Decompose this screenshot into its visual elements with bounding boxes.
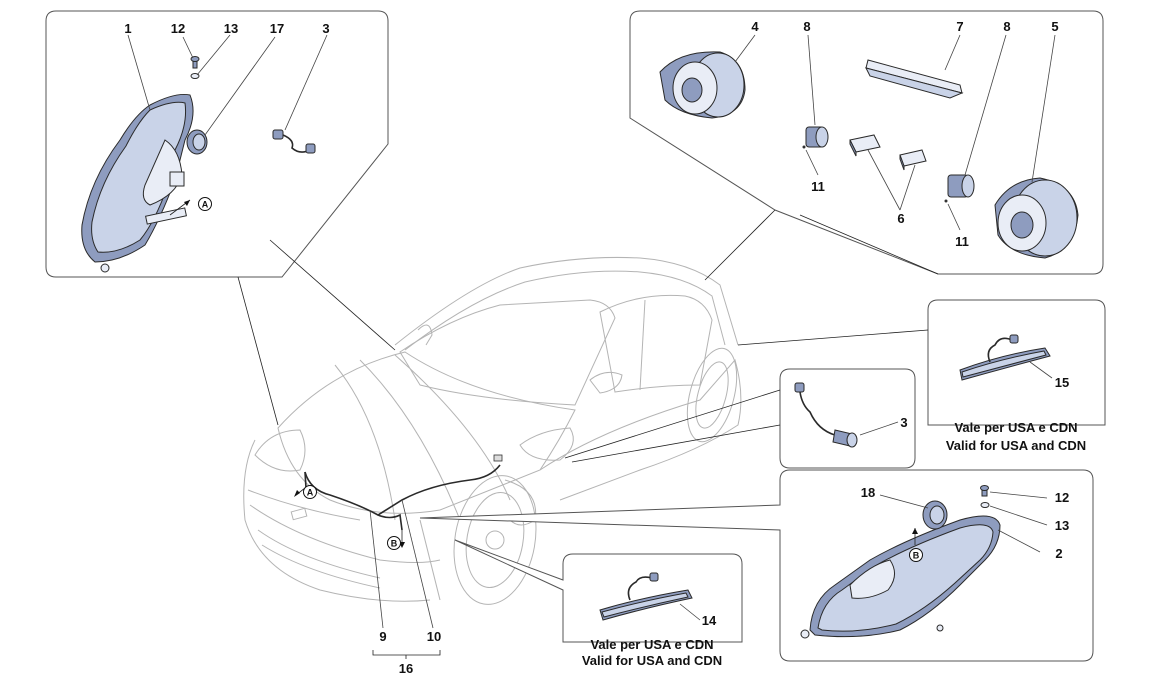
label-10: 10 (427, 629, 441, 644)
note-part-14: Vale per USA e CDN Valid for USA and CDN (582, 637, 722, 668)
panel-left-headlight (45, 10, 396, 426)
label-7: 7 (956, 19, 963, 34)
marker-a-car: A (294, 485, 317, 499)
label-8-right: 8 (1003, 19, 1010, 34)
label-2: 2 (1055, 546, 1062, 561)
label-17: 17 (270, 21, 284, 36)
label-12-top: 12 (171, 21, 185, 36)
label-9: 9 (379, 629, 386, 644)
svg-text:Vale per USA e CDN: Vale per USA e CDN (590, 637, 713, 652)
note-part-15: Vale per USA e CDN Valid for USA and CDN (946, 420, 1086, 453)
label-14: 14 (702, 613, 717, 628)
panel-part-14 (454, 539, 743, 643)
bracket-16 (369, 499, 441, 659)
marker-b-car: B (387, 528, 405, 550)
panel-right-headlight (419, 469, 1094, 662)
svg-text:B: B (391, 539, 398, 549)
label-11-left: 11 (811, 179, 825, 194)
car-outline (243, 256, 742, 605)
svg-text:A: A (202, 200, 209, 210)
label-16: 16 (399, 661, 413, 676)
marker-b-panel: B (909, 548, 923, 562)
label-3-top: 3 (322, 21, 329, 36)
svg-text:Vale per USA e CDN: Vale per USA e CDN (954, 420, 1077, 435)
panel-right-lamps (629, 10, 1104, 281)
label-6: 6 (897, 211, 904, 226)
svg-text:A: A (307, 488, 314, 498)
label-5: 5 (1051, 19, 1058, 34)
panel-part-3-middle (564, 368, 916, 469)
label-3-middle: 3 (900, 415, 907, 430)
marker-a-panel: A (198, 197, 212, 211)
svg-text:Valid for USA and CDN: Valid for USA and CDN (582, 653, 722, 668)
label-18: 18 (861, 485, 875, 500)
label-12-bottom: 12 (1055, 490, 1069, 505)
part-labels: 1 12 13 17 3 4 8 7 8 5 11 6 11 15 3 18 1… (124, 19, 1069, 676)
label-8-left: 8 (803, 19, 810, 34)
label-11-right: 11 (955, 234, 969, 249)
svg-text:B: B (913, 551, 920, 561)
panel-part-15 (737, 299, 1106, 426)
svg-text:Valid for USA and CDN: Valid for USA and CDN (946, 438, 1086, 453)
label-4: 4 (751, 19, 759, 34)
label-13-top: 13 (224, 21, 238, 36)
label-13-bottom: 13 (1055, 518, 1069, 533)
label-1: 1 (124, 21, 131, 36)
label-15: 15 (1055, 375, 1069, 390)
